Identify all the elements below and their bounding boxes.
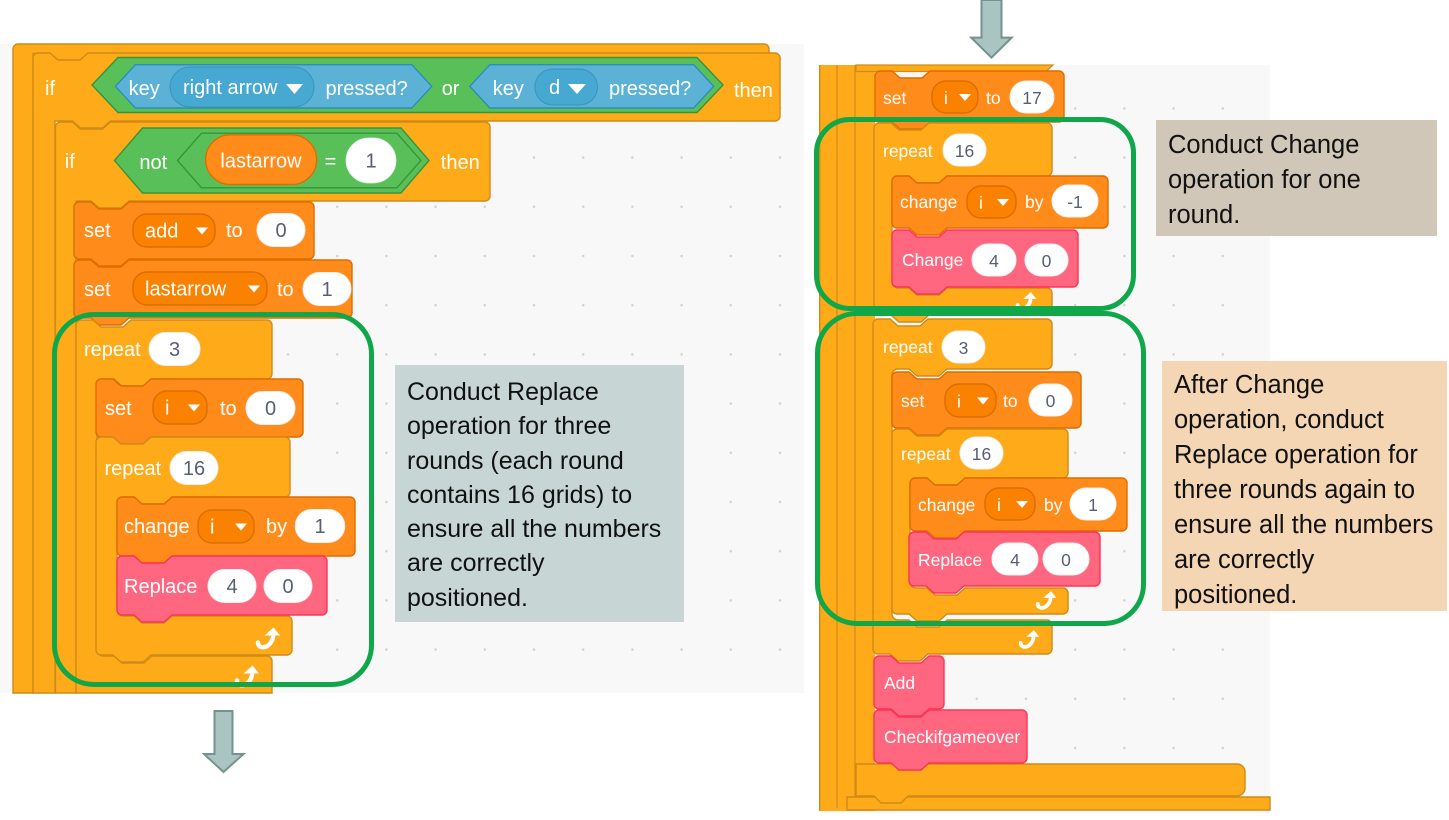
svg-text:add: add — [145, 221, 178, 243]
svg-text:if: if — [45, 78, 55, 100]
svg-text:16: 16 — [972, 444, 991, 464]
svg-text:1: 1 — [365, 151, 376, 173]
svg-text:0: 0 — [1042, 251, 1052, 271]
svg-text:change: change — [124, 516, 190, 538]
svg-text:to: to — [277, 279, 294, 301]
svg-text:Replace: Replace — [124, 576, 197, 598]
svg-text:Checkifgameover: Checkifgameover — [884, 727, 1020, 747]
svg-text:i: i — [979, 193, 983, 213]
svg-text:key: key — [129, 78, 160, 100]
svg-text:0: 0 — [1061, 550, 1071, 570]
svg-text:or: or — [442, 78, 460, 100]
svg-text:pressed?: pressed? — [326, 78, 408, 100]
svg-text:to: to — [226, 220, 243, 242]
svg-text:Change: Change — [902, 250, 963, 270]
svg-text:repeat: repeat — [883, 141, 933, 161]
svg-text:pressed?: pressed? — [609, 78, 691, 100]
svg-text:d: d — [549, 77, 560, 99]
svg-text:Add: Add — [884, 673, 915, 693]
svg-text:3: 3 — [169, 339, 180, 361]
svg-text:3: 3 — [959, 338, 969, 358]
svg-text:set: set — [105, 398, 132, 420]
svg-text:i: i — [957, 392, 961, 412]
svg-text:0: 0 — [1046, 391, 1056, 411]
svg-text:set: set — [901, 391, 924, 411]
svg-text:lastarrow: lastarrow — [220, 151, 302, 173]
svg-text:0: 0 — [265, 398, 276, 420]
svg-text:change: change — [900, 192, 957, 212]
svg-text:4: 4 — [989, 251, 999, 271]
svg-text:not: not — [139, 152, 167, 174]
svg-text:Replace: Replace — [918, 550, 982, 570]
svg-text:to: to — [220, 398, 237, 420]
svg-text:key: key — [493, 78, 524, 100]
svg-text:0: 0 — [275, 220, 286, 242]
svg-text:to: to — [986, 88, 1001, 108]
svg-text:i: i — [997, 495, 1001, 515]
svg-text:if: if — [65, 151, 75, 173]
svg-text:by: by — [266, 516, 287, 538]
svg-text:i: i — [165, 398, 169, 420]
svg-text:repeat: repeat — [901, 444, 951, 464]
svg-text:i: i — [210, 517, 214, 539]
svg-text:set: set — [84, 279, 111, 301]
svg-text:1: 1 — [1088, 495, 1098, 515]
svg-text:to: to — [1003, 391, 1018, 411]
svg-text:repeat: repeat — [84, 339, 141, 361]
svg-text:=: = — [325, 151, 337, 173]
svg-text:by: by — [1044, 495, 1063, 515]
svg-text:lastarrow: lastarrow — [145, 279, 227, 301]
svg-text:1: 1 — [314, 516, 325, 538]
svg-text:set: set — [883, 88, 906, 108]
svg-text:repeat: repeat — [883, 337, 933, 357]
svg-text:-1: -1 — [1067, 192, 1083, 212]
svg-text:i: i — [944, 88, 948, 108]
svg-text:4: 4 — [1010, 550, 1020, 570]
svg-text:repeat: repeat — [105, 458, 162, 480]
svg-text:then: then — [734, 80, 773, 102]
svg-text:16: 16 — [955, 141, 974, 161]
svg-text:1: 1 — [321, 279, 332, 301]
svg-text:set: set — [84, 220, 111, 242]
svg-text:17: 17 — [1022, 88, 1041, 108]
svg-text:change: change — [918, 495, 975, 515]
svg-text:16: 16 — [183, 458, 205, 480]
svg-text:4: 4 — [226, 576, 237, 598]
svg-text:by: by — [1025, 192, 1044, 212]
svg-text:0: 0 — [282, 576, 293, 598]
svg-text:right arrow: right arrow — [183, 77, 278, 99]
svg-text:then: then — [441, 152, 480, 174]
